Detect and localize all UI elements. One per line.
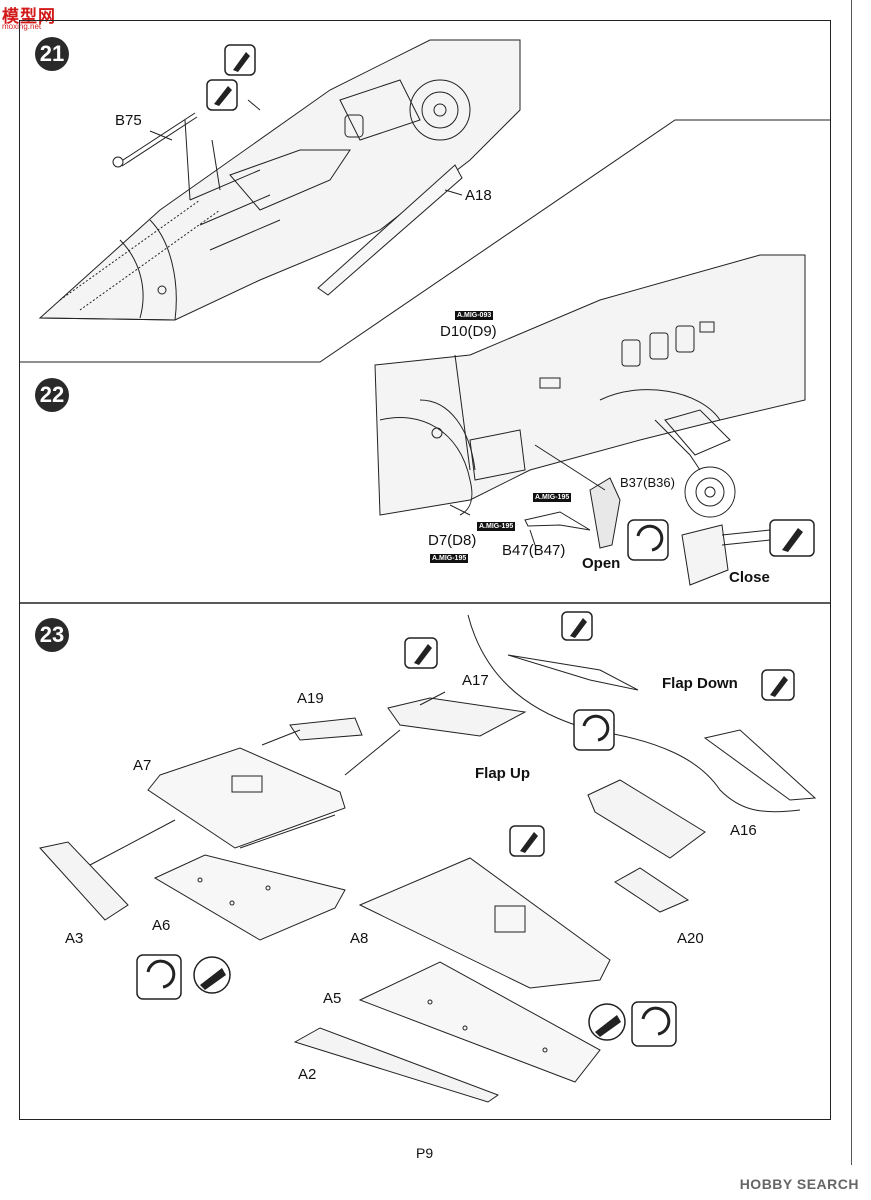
state-label-flap-down: Flap Down xyxy=(662,675,738,692)
divider-21-22 xyxy=(20,119,831,363)
step21-part-b75 xyxy=(112,112,198,168)
glue-icon xyxy=(561,611,593,641)
paint-code: A.MIG-195 xyxy=(430,554,469,563)
part-label-a16: A16 xyxy=(730,822,757,839)
part-label-a19: A19 xyxy=(297,690,324,707)
step23-part-a20 xyxy=(614,867,690,913)
instruction-frame xyxy=(19,20,831,1120)
site-url: moxing.net xyxy=(2,22,42,31)
step23-part-a6 xyxy=(153,854,346,941)
step21-fuselage xyxy=(38,39,521,321)
paint-code: A.MIG-093 xyxy=(455,311,494,320)
step23-part-a7 xyxy=(147,747,346,849)
step22-fuselage xyxy=(374,254,806,516)
step-number-23: 23 xyxy=(35,618,69,652)
part-label-d10: D10(D9) xyxy=(440,323,497,340)
glue-icon xyxy=(404,637,438,669)
paint-code: A.MIG-195 xyxy=(533,493,572,502)
part-label-a17: A17 xyxy=(462,672,489,689)
step21-part-a18 xyxy=(317,164,463,296)
step23-part-a19 xyxy=(289,717,363,741)
step-number-22: 22 xyxy=(35,378,69,412)
step23-flap-down-detail xyxy=(467,614,817,813)
page-edge-line xyxy=(851,0,852,1165)
part-label-a20: A20 xyxy=(677,930,704,947)
state-label-open: Open xyxy=(582,555,621,572)
glue-icon xyxy=(224,44,256,76)
watermark: HOBBY SEARCH xyxy=(739,1176,859,1192)
part-label-d7: D7(D8) xyxy=(428,532,477,549)
part-label-b47: B47(B47) xyxy=(502,542,566,559)
step22-part-b37 xyxy=(589,477,621,549)
step-number-21: 21 xyxy=(35,37,69,71)
part-label-a5: A5 xyxy=(323,990,342,1007)
part-label-a18: A18 xyxy=(465,187,492,204)
part-label-a3: A3 xyxy=(65,930,84,947)
site-logo: 模型网 xyxy=(2,7,56,26)
part-label-a6: A6 xyxy=(152,917,171,934)
step22-close-door xyxy=(681,524,771,586)
state-label-close: Close xyxy=(729,569,770,586)
state-label-flap-up: Flap Up xyxy=(475,765,530,782)
glue-icon xyxy=(509,825,545,857)
part-label-b37: B37(B36) xyxy=(620,475,675,490)
paint-code: A.MIG-195 xyxy=(477,522,516,531)
part-label-a2: A2 xyxy=(298,1066,317,1083)
step23-part-a5 xyxy=(358,961,601,1083)
part-label-b75: B75 xyxy=(115,112,142,129)
part-label-a8: A8 xyxy=(350,930,369,947)
step23-part-a16 xyxy=(587,779,706,859)
step23-part-a2 xyxy=(293,1027,500,1103)
step22-part-b47 xyxy=(524,511,591,531)
part-label-a7: A7 xyxy=(133,757,152,774)
page-number: P9 xyxy=(416,1145,434,1161)
step23-part-a3 xyxy=(39,841,129,921)
step23-part-a8 xyxy=(358,857,611,989)
step23-part-a17 xyxy=(387,697,527,737)
step22-landing-gear xyxy=(654,409,736,518)
